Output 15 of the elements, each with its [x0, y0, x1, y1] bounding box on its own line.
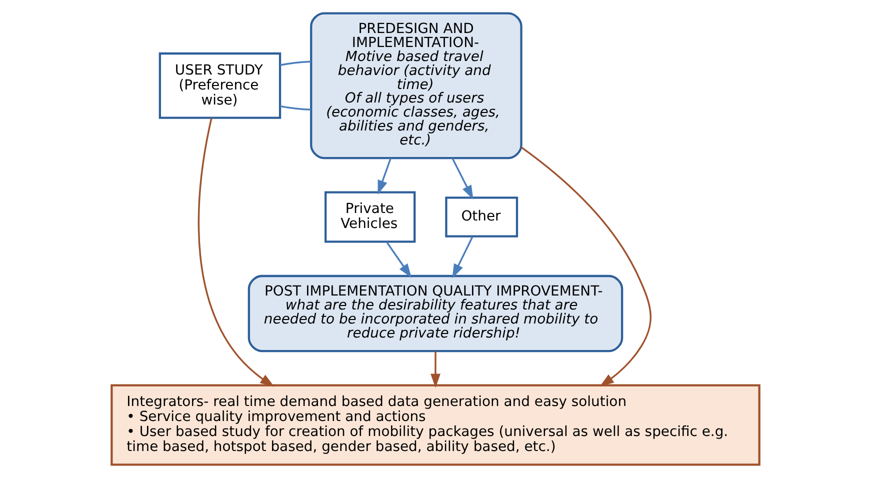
node-box: PREDESIGN AND IMPLEMENTATION- Motive based travel behavior (activity and time) Of all types of users (economic classes, ages, abilities and genders, etc.)	[310, 12, 522, 159]
arrow	[385, 240, 412, 278]
connector	[280, 104, 310, 110]
arrow	[430, 350, 440, 388]
arrow	[451, 157, 473, 200]
node-box: Other	[444, 196, 518, 237]
node-box: Integrators- real time demand based data generation and easy solution • Service quality improvement and actions • User based study for creation of mobility packages (universal as well as specific e.g. time based, hotspot based, gender based, ability based, etc.)	[110, 384, 760, 466]
arrow	[520, 146, 651, 386]
node-box: Private Vehicles	[324, 190, 416, 242]
node-box: POST IMPLEMENTATION QUALITY IMPROVEMENT- what are the desirability features that are needed to be incorporated in shared mobility to reduce private ridership!	[247, 274, 623, 352]
node-box: USER STUDY (Preference wise)	[158, 52, 281, 118]
arrow	[452, 236, 473, 278]
arrow	[197, 117, 274, 386]
connector	[280, 60, 310, 66]
arrow	[377, 157, 392, 194]
